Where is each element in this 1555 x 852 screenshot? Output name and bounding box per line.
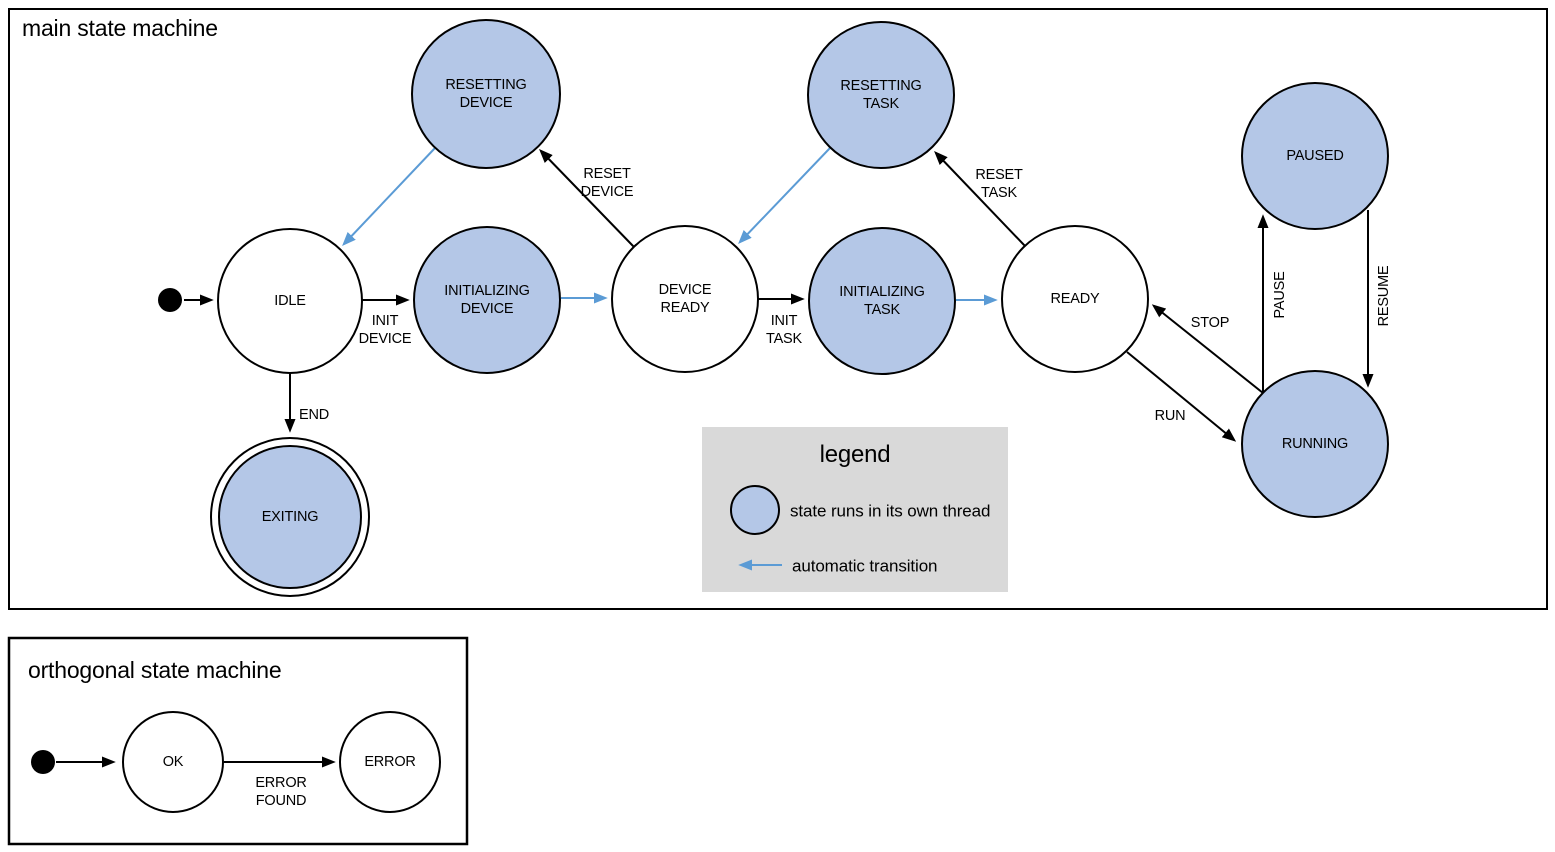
- state-initializing-task-label-line2: TASK: [864, 302, 901, 318]
- state-initializing-task: INITIALIZING TASK: [808, 227, 956, 375]
- state-ready: READY: [1001, 225, 1149, 373]
- label-error-found-line2: FOUND: [256, 793, 307, 809]
- edge-ready-to-running-run: [1126, 351, 1237, 442]
- state-initializing-device-circle: [413, 226, 561, 374]
- legend-title: legend: [820, 441, 891, 468]
- state-running-label: RUNNING: [1282, 436, 1348, 452]
- state-ready-label: READY: [1051, 291, 1100, 307]
- state-resetting-device: RESETTING DEVICE: [411, 19, 561, 169]
- main-transition-labels: INIT DEVICE RESET DEVICE INIT TASK RESET…: [299, 166, 1392, 424]
- state-device-ready: DEVICE READY: [611, 225, 759, 373]
- state-ok-circle: [122, 711, 224, 813]
- state-resetting-device-label-line1: RESETTING: [445, 77, 526, 93]
- state-device-ready-label-line1: DEVICE: [659, 282, 712, 298]
- edge-device-ready-to-resetting-device: [539, 148, 635, 248]
- state-error-label: ERROR: [364, 754, 415, 770]
- legend-box: legend state runs in its own thread auto…: [702, 427, 1008, 592]
- state-device-ready-circle: [611, 225, 759, 373]
- label-pause: PAUSE: [1272, 271, 1288, 319]
- label-resume: RESUME: [1376, 265, 1392, 326]
- state-paused-circle: [1241, 82, 1389, 230]
- label-init-task-line1: INIT: [771, 313, 798, 329]
- label-end: END: [299, 407, 329, 423]
- legend-auto-label: automatic transition: [792, 557, 937, 576]
- state-initializing-device-label-line2: DEVICE: [461, 301, 514, 317]
- initial-state-dot: [158, 288, 182, 312]
- state-initializing-task-label-line1: INITIALIZING: [839, 284, 924, 300]
- state-paused-label: PAUSED: [1286, 148, 1343, 164]
- label-run: RUN: [1155, 408, 1186, 424]
- state-idle-label: IDLE: [274, 293, 306, 309]
- state-error: ERROR: [339, 711, 441, 813]
- label-init-task-line2: TASK: [766, 331, 803, 347]
- edge-ready-to-resetting-task: [934, 150, 1026, 247]
- label-stop: STOP: [1191, 315, 1229, 331]
- label-init-device-line2: DEVICE: [359, 331, 412, 347]
- label-init-device-line1: INIT: [372, 313, 399, 329]
- edge-running-to-ready-stop: [1151, 304, 1264, 394]
- orthogonal-panel-title: orthogonal state machine: [28, 657, 281, 683]
- orthogonal-initial-state-dot: [31, 750, 55, 774]
- label-reset-task-line2: TASK: [981, 185, 1018, 201]
- legend-thread-label: state runs in its own thread: [790, 502, 990, 521]
- state-resetting-device-circle: [411, 19, 561, 169]
- state-running-circle: [1241, 370, 1389, 518]
- label-error-found-line1: ERROR: [255, 775, 306, 791]
- state-idle-circle: [217, 228, 363, 374]
- state-initializing-device-label-line1: INITIALIZING: [444, 283, 529, 299]
- state-resetting-task-label-line1: RESETTING: [840, 78, 921, 94]
- state-exiting-final: EXITING: [210, 437, 370, 597]
- state-running: RUNNING: [1241, 370, 1389, 518]
- edge-auto-resetting-task-to-device-ready: [738, 147, 831, 245]
- edge-auto-resetting-device-to-idle: [342, 147, 436, 247]
- state-resetting-device-label-line2: DEVICE: [460, 95, 513, 111]
- state-ok: OK: [122, 711, 224, 813]
- legend-thread-state-icon: [730, 485, 780, 535]
- state-resetting-task-circle: [807, 21, 955, 169]
- main-transitions: [184, 147, 1374, 442]
- state-initializing-device: INITIALIZING DEVICE: [413, 226, 561, 374]
- state-error-circle: [339, 711, 441, 813]
- state-resetting-task-label-line2: TASK: [863, 96, 900, 112]
- label-reset-device-line2: DEVICE: [581, 184, 634, 200]
- state-idle: IDLE: [217, 228, 363, 374]
- main-panel-title: main state machine: [22, 15, 218, 41]
- state-exiting-label: EXITING: [262, 509, 319, 525]
- label-reset-device-line1: RESET: [583, 166, 631, 182]
- state-resetting-task: RESETTING TASK: [807, 21, 955, 169]
- state-exiting-inner-circle: [218, 445, 362, 589]
- state-device-ready-label-line2: READY: [661, 300, 710, 316]
- state-paused: PAUSED: [1241, 82, 1389, 230]
- state-initializing-task-circle: [808, 227, 956, 375]
- label-reset-task-line1: RESET: [975, 167, 1023, 183]
- state-ready-circle: [1001, 225, 1149, 373]
- state-ok-label: OK: [163, 754, 184, 770]
